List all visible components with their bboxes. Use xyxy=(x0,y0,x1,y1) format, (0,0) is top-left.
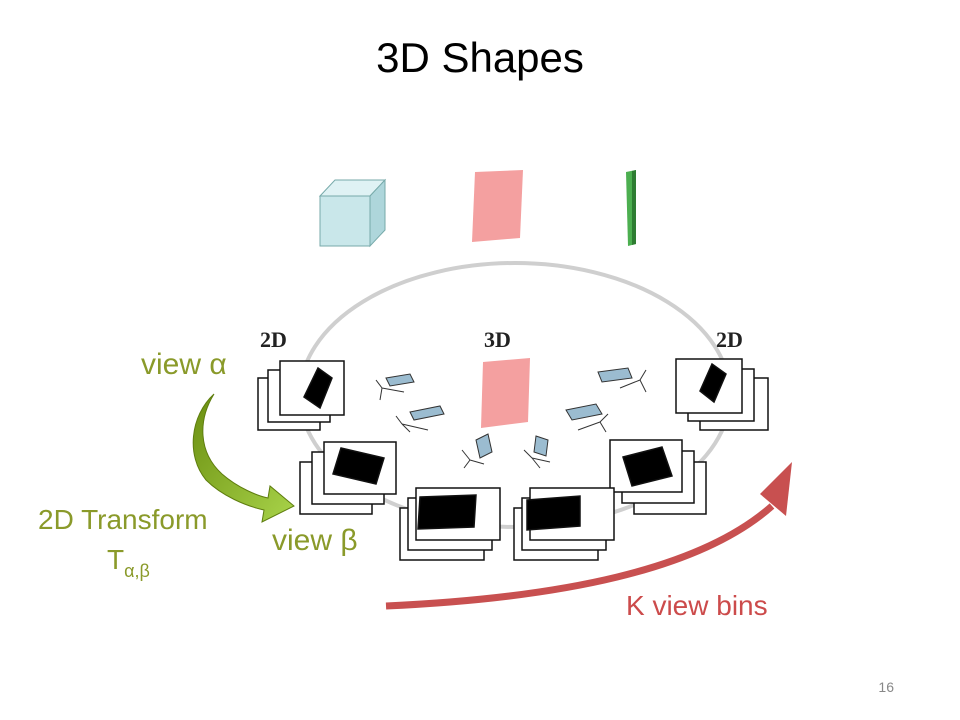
camera-icon xyxy=(523,435,551,469)
camera-icon xyxy=(461,433,493,469)
k-view-bins-label: K view bins xyxy=(626,590,768,621)
transform-arrow-icon xyxy=(192,393,295,523)
label-3d: 3D xyxy=(484,327,511,352)
label-2d-left: 2D xyxy=(260,327,287,352)
camera-icon xyxy=(375,373,415,401)
view-frame-lower-right xyxy=(609,439,707,515)
camera-icon xyxy=(565,403,609,433)
slide-title: 3D Shapes xyxy=(376,34,584,81)
green-plane-icon xyxy=(626,170,636,246)
transform-label: 2D Transform xyxy=(38,504,208,535)
center-plane-icon xyxy=(481,358,530,428)
transform-T: T xyxy=(107,544,125,575)
view-alpha-label: view α xyxy=(141,348,227,381)
transform-subscript: α,β xyxy=(124,561,150,581)
cube-icon xyxy=(318,178,387,248)
view-bins-arrowhead-icon xyxy=(760,462,792,516)
transform-symbol: Tα,β xyxy=(107,544,150,582)
red-plane-icon xyxy=(472,170,523,242)
view-frame-bottom-left xyxy=(399,487,501,561)
page-number: 16 xyxy=(878,679,894,695)
view-frame-lower-left xyxy=(299,441,397,515)
view-bins-arrow-icon xyxy=(385,503,775,610)
view-frame-bottom-right xyxy=(513,487,615,561)
label-2d-right: 2D xyxy=(716,327,743,352)
view-beta-label: view β xyxy=(272,524,358,557)
camera-icon xyxy=(395,405,445,433)
camera-icon xyxy=(597,367,647,393)
view-frame-left xyxy=(257,360,345,431)
view-frame-right xyxy=(675,358,769,431)
